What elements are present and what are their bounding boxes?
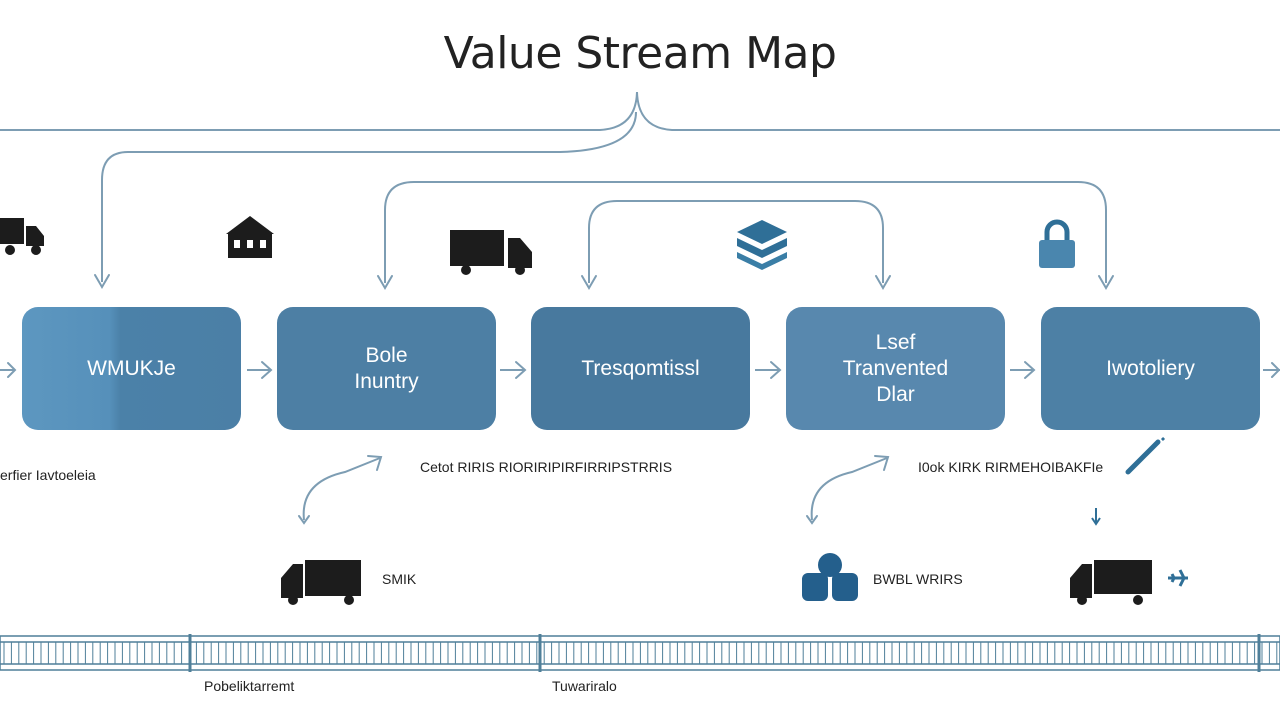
arrowhead — [261, 361, 273, 379]
pencil-icon — [1125, 436, 1166, 475]
label-smk: SMIK — [382, 571, 417, 587]
arrowhead — [1098, 275, 1114, 290]
timeline-label-left: Pobeliktarremt — [204, 678, 295, 694]
arrowhead — [298, 515, 310, 525]
arrowhead — [1024, 361, 1036, 379]
factory-icon — [226, 216, 274, 258]
lock-icon — [1039, 219, 1075, 268]
arrowhead — [874, 455, 890, 471]
arrowhead — [806, 515, 818, 525]
arrowhead — [94, 274, 110, 289]
info-hook-2 — [810, 457, 888, 521]
arrowhead — [581, 275, 597, 290]
arrowhead — [377, 275, 393, 290]
timeline-label-right: Tuwariralo — [552, 678, 617, 694]
process-box-5[interactable]: Iwotoliery — [1041, 307, 1260, 430]
arrowhead — [515, 361, 527, 379]
arrowhead — [1271, 362, 1280, 378]
timeline-ticks — [3, 642, 1278, 664]
stacked-boxes-icon — [737, 220, 787, 270]
connector-inner-arc — [588, 200, 884, 283]
title-brace-connector — [0, 91, 1280, 131]
connector-to-wmukje — [101, 111, 637, 282]
arrowhead — [367, 455, 383, 471]
label-bwl: BWBL WRIRS — [873, 571, 963, 587]
people-icon — [802, 553, 858, 601]
process-box-2[interactable]: Bole Inuntry — [277, 307, 496, 430]
arrowhead — [7, 362, 17, 378]
truck-icon — [450, 230, 532, 275]
diagram-title: Value Stream Map — [443, 28, 837, 79]
truck-icon — [0, 218, 44, 255]
process-box-4[interactable]: Lsef Tranvented Dlar — [786, 307, 1005, 430]
note-right: I0ok KIRK RIRMEHOIBAKFIe — [918, 459, 1104, 475]
arrowhead — [875, 275, 891, 290]
airplane-icon — [1168, 569, 1188, 587]
truck-icon — [1070, 560, 1152, 605]
note-left: erfier Iavtoeleia — [0, 467, 96, 483]
arrowhead — [770, 361, 782, 379]
marker-icon — [1091, 508, 1101, 526]
truck-icon — [281, 560, 361, 605]
note-middle: Cetot RIRIS RIORIRIPIRFIRRIPSTRRIS — [420, 459, 673, 475]
connector-long-arc — [384, 181, 1107, 283]
info-hook-1 — [302, 457, 381, 521]
process-box-1[interactable]: WMUKJe — [22, 307, 241, 430]
process-box-3[interactable]: Tresqomtissl — [531, 307, 750, 430]
